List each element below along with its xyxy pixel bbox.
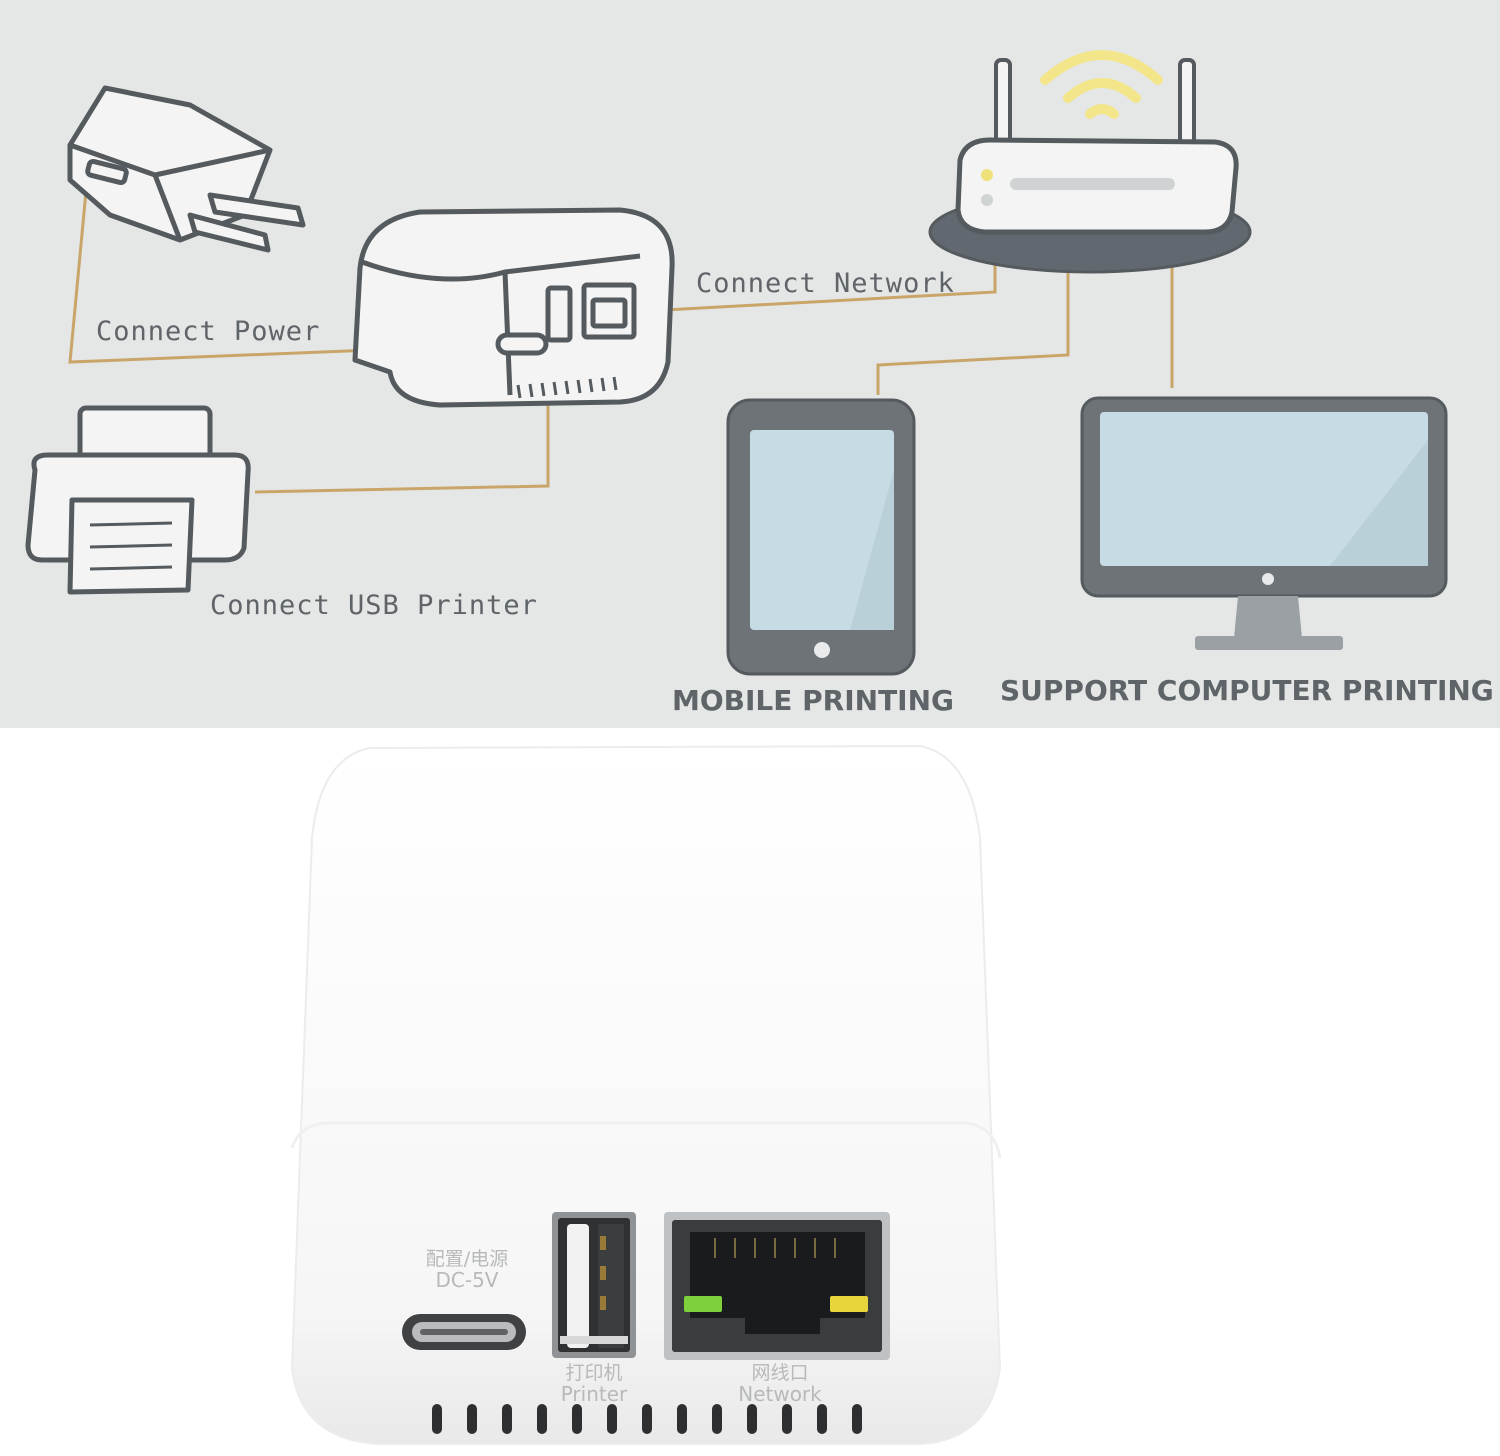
computer-printing-caption: SUPPORT COMPUTER PRINTING bbox=[1000, 674, 1494, 707]
printer-label-en: Printer bbox=[560, 1381, 628, 1406]
power-label-cn: 配置/电源 bbox=[425, 1248, 509, 1270]
print-server-icon bbox=[352, 207, 675, 408]
link-led bbox=[684, 1296, 722, 1312]
router-icon bbox=[928, 58, 1252, 274]
device-body bbox=[290, 744, 1002, 1445]
vent-slots bbox=[432, 1404, 862, 1434]
product-photo: 配置/电源 DC-5V 打印机 Printer 网线口 Network bbox=[0, 728, 1500, 1456]
activity-led bbox=[830, 1296, 868, 1312]
diagram-graphics bbox=[25, 50, 1448, 676]
printer-label-cn: 打印机 bbox=[565, 1362, 623, 1384]
power-label-en: DC-5V bbox=[435, 1267, 499, 1292]
power-adapter-icon bbox=[67, 85, 306, 253]
network-port-label: 网线口 Network bbox=[712, 1362, 848, 1406]
connect-power-label: Connect Power bbox=[96, 316, 321, 347]
network-label-cn: 网线口 bbox=[751, 1362, 809, 1384]
network-label-en: Network bbox=[738, 1381, 822, 1406]
printer-icon bbox=[25, 405, 251, 595]
ethernet-port[interactable] bbox=[664, 1212, 890, 1360]
usb-a-port[interactable] bbox=[552, 1212, 636, 1358]
tablet-icon bbox=[726, 398, 916, 676]
print-server-device bbox=[290, 744, 1002, 1445]
connect-network-label: Connect Network bbox=[696, 268, 955, 299]
power-port-label: 配置/电源 DC-5V bbox=[404, 1248, 530, 1292]
printer-port-label: 打印机 Printer bbox=[548, 1362, 640, 1406]
connection-diagram: Connect Power Connect Network Connect US… bbox=[0, 0, 1500, 728]
wifi-icon bbox=[1040, 50, 1163, 119]
mobile-printing-caption: MOBILE PRINTING bbox=[672, 684, 955, 717]
usb-c-port[interactable] bbox=[402, 1314, 526, 1350]
connect-usb-printer-label: Connect USB Printer bbox=[210, 590, 538, 621]
monitor-icon bbox=[1080, 396, 1448, 650]
